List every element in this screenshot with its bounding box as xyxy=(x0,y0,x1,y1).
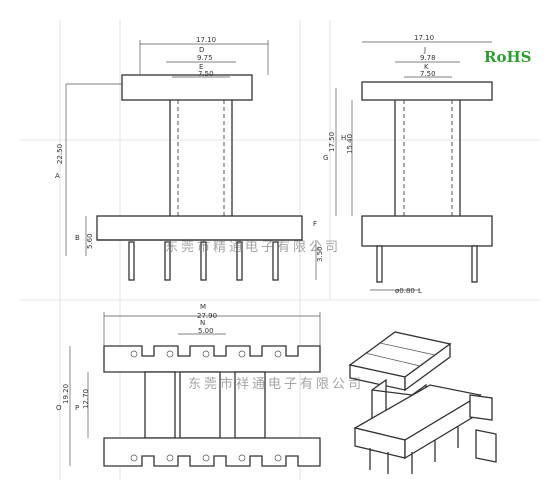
watermark-company-alt: 东莞市祥通电子有限公司 xyxy=(188,377,365,392)
front-label-e: E xyxy=(199,63,203,71)
side-view: 17.10 J 9.78 K 7.50 G 17.50 H 15.40 ø0.8… xyxy=(323,34,493,295)
bottom-label-p: P xyxy=(75,404,79,412)
isometric-view xyxy=(348,331,497,474)
side-inner-height-dim: 15.40 xyxy=(346,134,354,154)
side-label-g: G xyxy=(323,154,328,162)
bottom-depth-dim: 19.20 xyxy=(62,384,70,404)
side-core-width-dim: 7.50 xyxy=(420,70,436,78)
bottom-label-n: N xyxy=(200,319,205,327)
background-grid xyxy=(20,20,540,480)
front-label-d: D xyxy=(199,46,204,54)
front-base-height-dim: 5.60 xyxy=(86,233,94,249)
bottom-view: M 27.90 N 5.00 O 19.20 P 12.70 xyxy=(56,303,321,467)
front-height-dim: 22.50 xyxy=(56,144,64,164)
side-label-h: H xyxy=(341,134,346,142)
bottom-overall-length-dim: 27.90 xyxy=(197,312,217,320)
front-pin-len-dim: 3.50 xyxy=(316,246,324,262)
front-flange-width-dim: 9.75 xyxy=(197,54,213,62)
front-view: 17.10 D 9.75 E 7.50 A 22.50 B 5.60 F 3.5… xyxy=(55,36,324,281)
front-overall-width-dim: 17.10 xyxy=(196,36,216,44)
side-label-l: L xyxy=(418,287,422,295)
front-label-b: B xyxy=(75,234,80,242)
front-label-f: F xyxy=(313,220,317,228)
side-label-k: K xyxy=(424,63,429,71)
rohs-badge: RoHS xyxy=(484,48,532,66)
bottom-label-m: M xyxy=(200,303,206,311)
front-label-a: A xyxy=(55,172,60,180)
side-pin-dia-dim: ø0.80 xyxy=(395,287,415,295)
side-label-j: J xyxy=(423,46,426,54)
watermark-company: 东莞市精通电子有限公司 xyxy=(165,240,342,255)
bottom-inner-dim: 12.70 xyxy=(82,389,90,409)
side-overall-width-dim: 17.10 xyxy=(414,34,434,42)
side-height-dim: 17.50 xyxy=(328,132,336,152)
side-flange-width-dim: 9.78 xyxy=(420,54,436,62)
bottom-pitch-dim: 5.00 xyxy=(198,327,214,335)
bottom-label-o: O xyxy=(56,404,62,412)
front-core-width-dim: 7.50 xyxy=(198,70,214,78)
